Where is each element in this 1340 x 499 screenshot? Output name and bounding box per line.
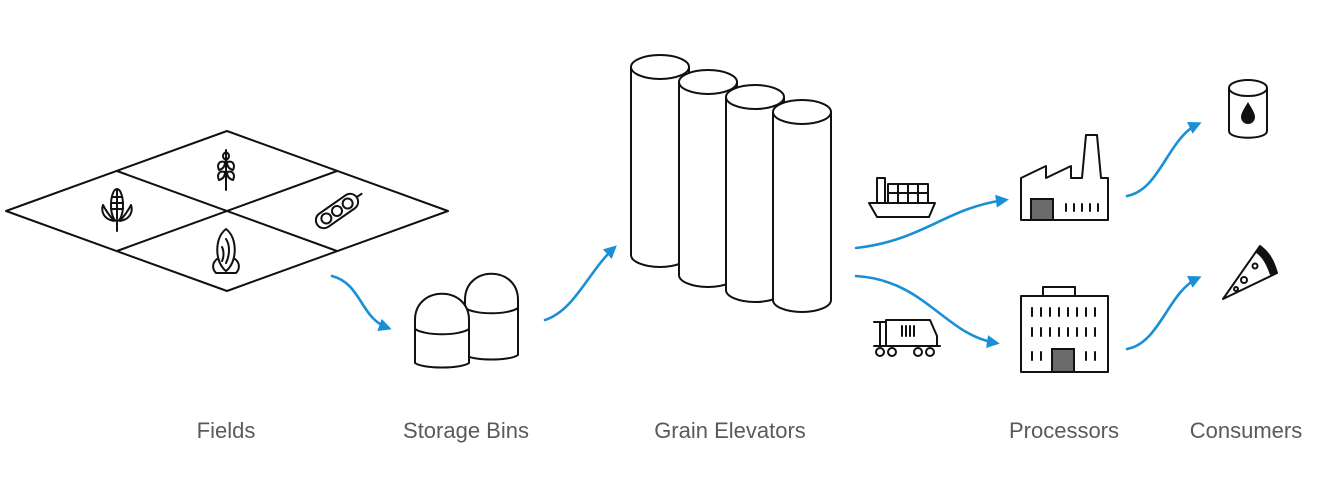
office-to-pizza-arrow: [1127, 278, 1198, 349]
office-building-icon: [1021, 287, 1108, 372]
oil-can-icon: [1229, 80, 1267, 138]
stage-label-storage-bins: Storage Bins: [403, 418, 529, 444]
stage-label-processors: Processors: [1009, 418, 1119, 444]
train-icon: [874, 320, 940, 356]
sorghum-icon: [213, 229, 239, 273]
stage-label-grain-elevators: Grain Elevators: [654, 418, 806, 444]
bins-to-elevators-arrow: [545, 248, 614, 320]
soybean-icon: [313, 187, 366, 231]
corn-icon: [102, 189, 131, 231]
grain-elevators-icon: [631, 55, 831, 312]
fields-to-bins-arrow: [332, 276, 388, 328]
factory-icon: [1021, 135, 1108, 220]
factory-to-oil-arrow: [1127, 124, 1198, 196]
pizza-slice-icon: [1223, 246, 1277, 299]
ship-icon: [869, 178, 935, 217]
wheat-icon: [218, 150, 234, 190]
stage-label-fields: Fields: [197, 418, 256, 444]
stage-label-consumers: Consumers: [1190, 418, 1302, 444]
storage-bins-icon: [415, 274, 518, 368]
